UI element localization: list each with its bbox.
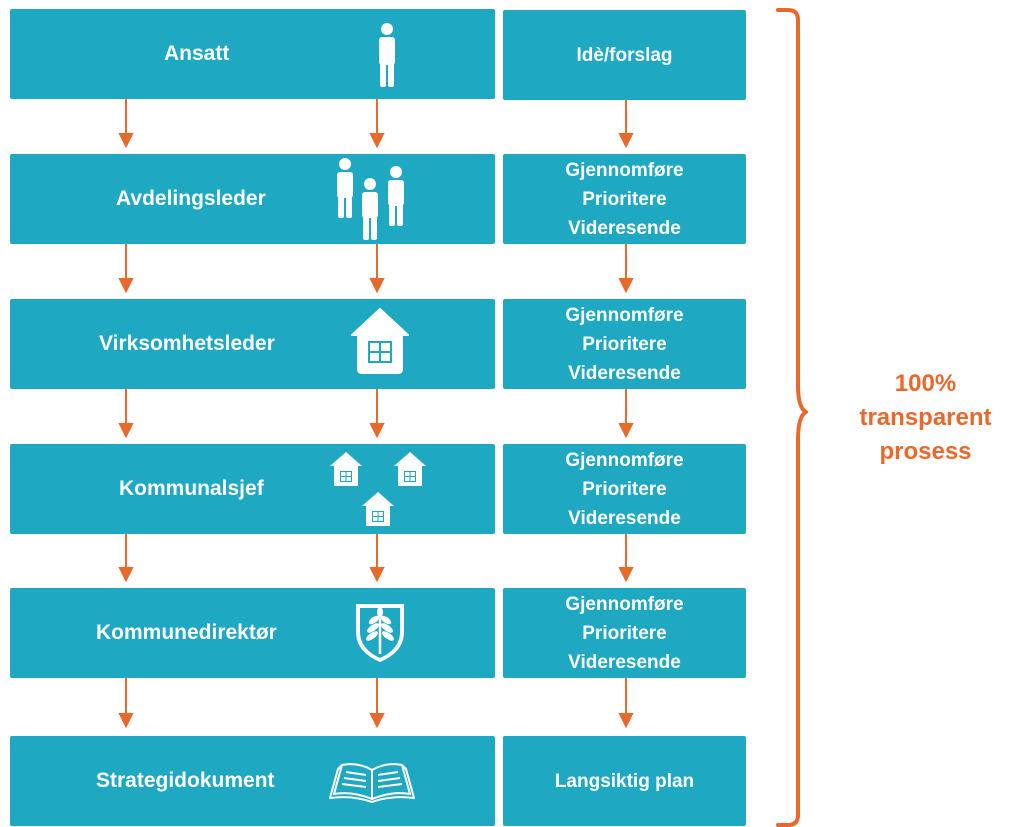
action-label: Gjennomføre	[565, 593, 684, 615]
houses-icon	[330, 452, 426, 526]
role-label: Virksomhetsleder	[99, 332, 275, 355]
arrow-down-icon	[369, 713, 385, 729]
arrow-down-icon	[618, 133, 634, 149]
bracket-label-line: transparent	[859, 404, 992, 431]
open-book-icon	[329, 763, 415, 803]
action-label: Prioritere	[582, 333, 667, 355]
arrow-down-icon	[369, 423, 385, 439]
action-label: Prioritere	[582, 188, 667, 210]
arrow-down-icon	[118, 423, 134, 439]
level-box-ansatt: Ansatt	[10, 9, 495, 99]
action-label: Gjennomføre	[565, 304, 684, 326]
level-box-strategidokument: Strategidokument	[10, 736, 495, 826]
action-box-avdelingsleder: Gjennomføre Prioritere Videresende	[503, 154, 746, 244]
action-box-strategidokument: Langsiktig plan	[503, 736, 746, 826]
action-label: Idè/forslag	[576, 44, 673, 66]
role-label: Strategidokument	[96, 769, 275, 792]
action-label: Gjennomføre	[565, 449, 684, 471]
arrow-down-icon	[118, 278, 134, 294]
arrow-down-icon	[618, 423, 634, 439]
action-box-kommunalsjef: Gjennomføre Prioritere Videresende	[503, 444, 746, 534]
level-box-avdelingsleder: Avdelingsleder	[10, 154, 495, 244]
role-label: Kommunalsjef	[119, 477, 264, 500]
bracket-label-line: 100%	[894, 370, 957, 397]
role-label: Kommunedirektør	[96, 621, 277, 644]
action-label: Videresende	[568, 507, 681, 529]
action-label: Videresende	[568, 362, 681, 384]
action-label: Prioritere	[582, 622, 667, 644]
arrow-down-icon	[118, 713, 134, 729]
bracket-label: 100% transparent prosess	[838, 367, 1009, 469]
arrow-down-icon	[118, 133, 134, 149]
role-label: Ansatt	[164, 42, 230, 65]
arrow-down-icon	[618, 713, 634, 729]
level-box-kommunedirektor: Kommunedirektør	[10, 588, 495, 678]
arrow-down-icon	[618, 567, 634, 583]
flow-arrows	[118, 99, 634, 729]
arrow-down-icon	[618, 278, 634, 294]
action-label: Gjennomføre	[565, 159, 684, 181]
arrow-down-icon	[369, 567, 385, 583]
curly-brace	[776, 8, 808, 827]
bracket-label-line: prosess	[879, 438, 972, 465]
action-label: Langsiktig plan	[554, 770, 695, 792]
coat-of-arms-icon	[356, 604, 404, 662]
level-box-kommunalsjef: Kommunalsjef	[10, 444, 495, 534]
arrow-down-icon	[118, 567, 134, 583]
level-box-virksomhetsleder: Virksomhetsleder	[10, 299, 495, 389]
role-label: Avdelingsleder	[116, 187, 266, 210]
action-box-kommunedirektor: Gjennomføre Prioritere Videresende	[503, 588, 746, 678]
action-label: Videresende	[568, 217, 681, 239]
arrow-down-icon	[369, 133, 385, 149]
person-icon	[379, 23, 395, 87]
people-group-icon	[337, 158, 404, 240]
arrow-down-icon	[369, 278, 385, 294]
action-label: Prioritere	[582, 478, 667, 500]
action-label: Videresende	[568, 651, 681, 673]
action-box-ansatt: Idè/forslag	[503, 10, 746, 100]
house-icon	[351, 308, 409, 374]
action-box-virksomhetsleder: Gjennomføre Prioritere Videresende	[503, 299, 746, 389]
